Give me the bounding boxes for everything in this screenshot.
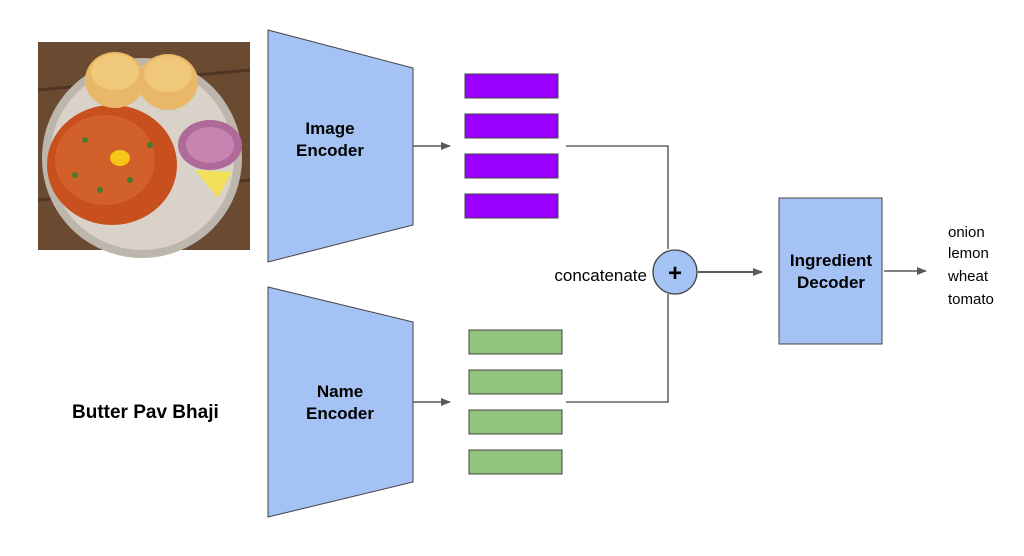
name-embedding-vectors — [468, 329, 563, 475]
ingredient-item: tomato — [948, 291, 994, 308]
decoder-label-line1: Ingredient — [790, 251, 873, 270]
name-embedding-bar — [468, 329, 563, 355]
name-embedding-bar — [468, 369, 563, 395]
name-encoder-label-line2: Encoder — [306, 404, 374, 423]
name-encoder-shape — [267, 286, 414, 518]
concatenate-node — [652, 249, 698, 295]
image-encoder-label-line2: Encoder — [296, 141, 364, 160]
image-embedding-bar — [464, 113, 559, 139]
plus-icon: + — [668, 260, 682, 287]
butter — [110, 150, 130, 166]
name-embedding-bar — [468, 409, 563, 435]
ingredient-decoder-box — [778, 197, 883, 345]
ingredient-item: onion — [948, 224, 985, 241]
lemon-wedge — [195, 170, 232, 198]
image-embedding-bar — [464, 193, 559, 219]
name-encoder-label-line1: Name — [317, 382, 363, 401]
dish-name-label: Butter Pav Bhaji — [72, 402, 219, 423]
image-embedding-bar — [464, 73, 559, 99]
food-photo — [37, 42, 251, 258]
image-encoder-label-line1: Image — [305, 119, 354, 138]
concatenate-label: concatenate — [554, 266, 647, 285]
image-encoder-shape — [267, 29, 414, 263]
name-embedding-bar — [468, 449, 563, 475]
decoder-label-line2: Decoder — [797, 273, 865, 292]
ingredient-item: wheat — [947, 268, 989, 285]
image-embedding-vectors — [464, 73, 559, 219]
image-to-concat-line — [566, 145, 669, 249]
image-embedding-bar — [464, 153, 559, 179]
name-to-concat-line — [566, 294, 669, 403]
ingredient-item: lemon — [948, 245, 989, 262]
